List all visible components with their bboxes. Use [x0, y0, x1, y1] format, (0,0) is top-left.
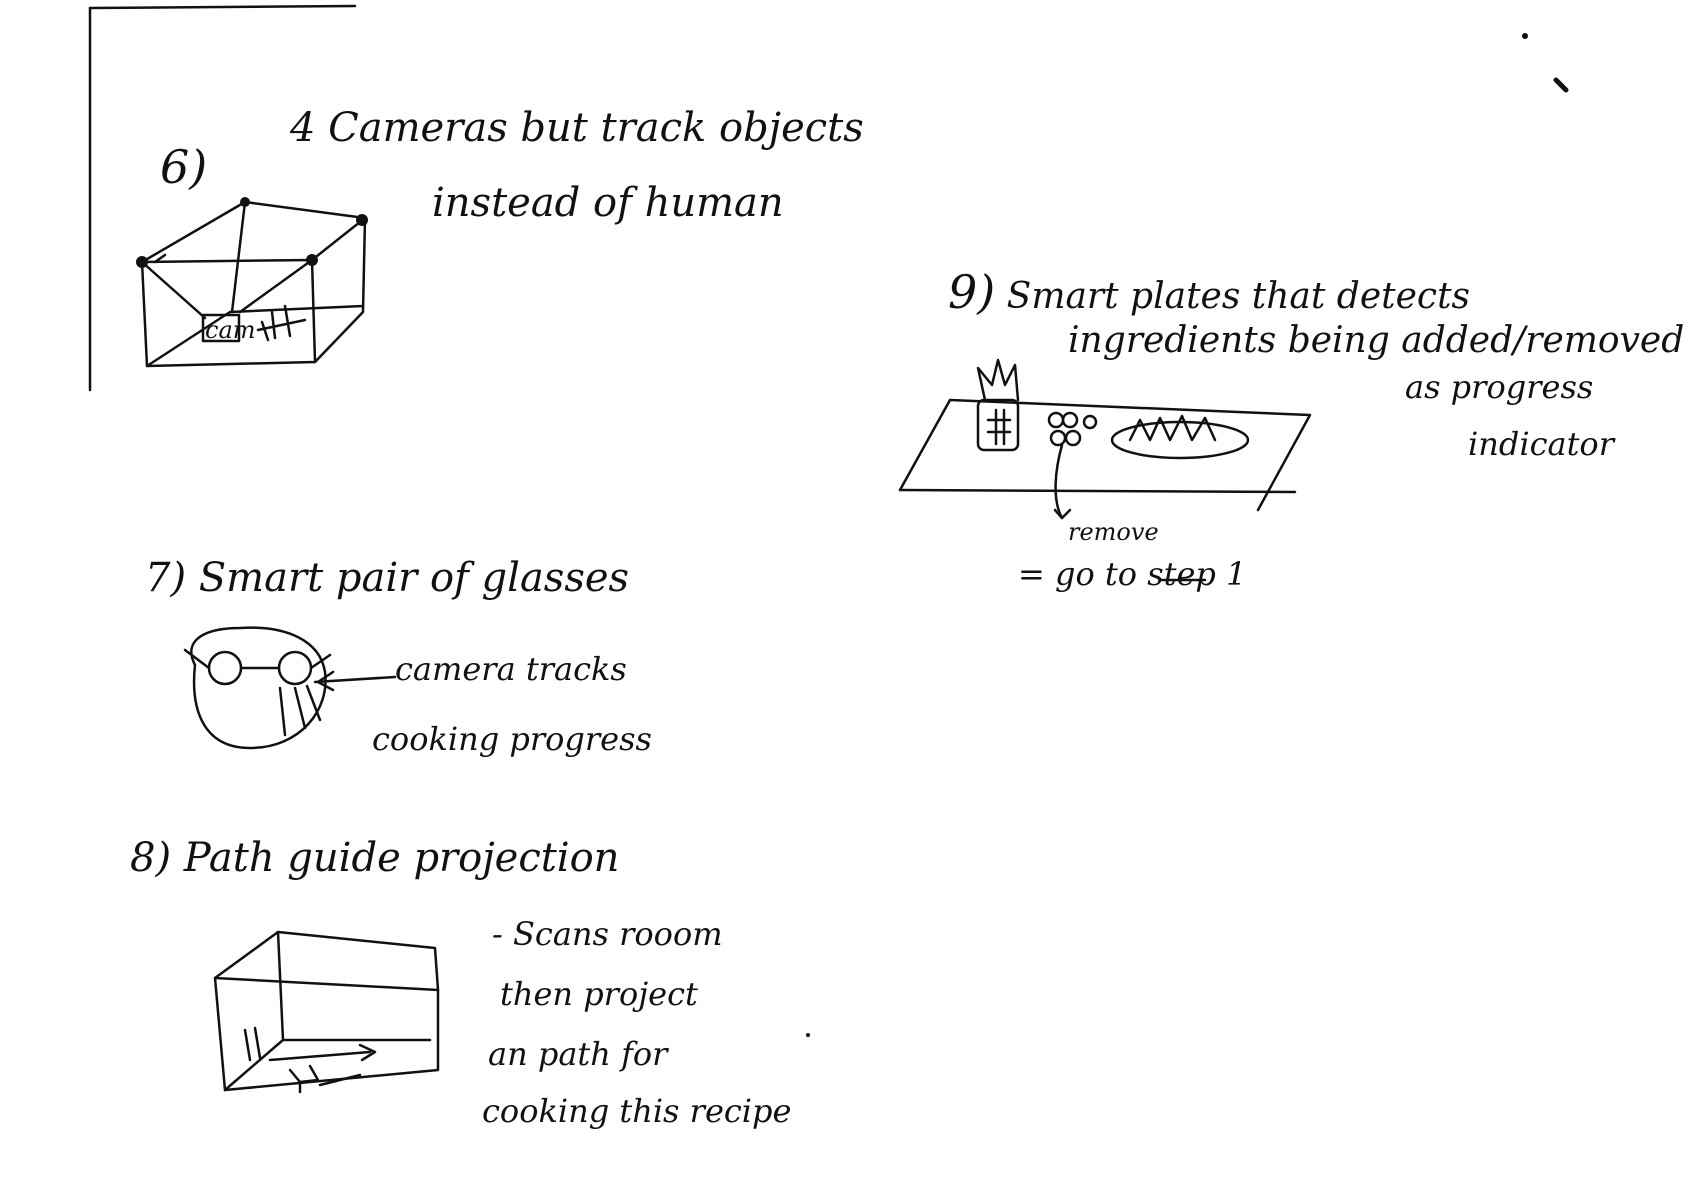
idea-8-note-line-1: - Scans rooom [492, 915, 723, 953]
stray-mark [1556, 80, 1566, 90]
right-lens-icon [279, 652, 311, 684]
ingredient-icon [1084, 416, 1096, 428]
idea-8-note-line-3: an path for [488, 1035, 667, 1073]
idea-9-remove-label: remove [1068, 518, 1159, 546]
smart-plate-sketch [900, 360, 1310, 580]
idea-8-title: Path guide projection [184, 835, 620, 881]
left-lens-icon [209, 652, 241, 684]
idea-8-note-line-2: then project [500, 975, 698, 1013]
path-guide-room-sketch [215, 932, 438, 1092]
stray-mark [806, 1033, 810, 1037]
smart-glasses-sketch [185, 628, 395, 748]
idea-7-title: Smart pair of glasses [199, 555, 629, 601]
idea-9-line-1: Smart plates that detects [1007, 276, 1470, 317]
ingredient-icon [1051, 431, 1065, 445]
idea-6-line-2: instead of human [432, 180, 784, 226]
idea-8-title-number: 8) Path guide projection [130, 835, 619, 881]
idea-7-number: 7) [145, 555, 186, 601]
idea-9-line-4: indicator [1468, 425, 1614, 463]
idea-6-line-1: 4 Cameras but track objects [290, 105, 864, 151]
idea-9-line-3: as progress [1405, 368, 1593, 406]
camera-icon [356, 214, 368, 226]
idea-7-annotation-line-1: camera tracks [395, 650, 627, 688]
ingredient-icon [1066, 431, 1080, 445]
idea-9-line-2: ingredients being added/removed [1068, 320, 1684, 361]
idea-8-note-line-4: cooking this recipe [482, 1092, 791, 1130]
ingredient-icon [1063, 413, 1077, 427]
ingredient-icon [1049, 413, 1063, 427]
camera-icon [136, 256, 148, 268]
food-tray-icon [1112, 422, 1248, 458]
idea-8-number: 8) [130, 835, 171, 881]
stray-mark [1522, 33, 1528, 39]
idea-6-box-label: cam [205, 316, 256, 344]
idea-9-number: 9) [948, 265, 995, 319]
glass-icon [978, 400, 1018, 450]
idea-7-annotation-line-2: cooking progress [372, 720, 652, 758]
idea-7-title-number: 7) Smart pair of glasses [145, 555, 629, 601]
idea-6-number: 6) [160, 140, 207, 194]
camera-icon [240, 197, 250, 207]
idea-9-goto-label: = go to step 1 [1018, 555, 1246, 593]
camera-icon [306, 254, 318, 266]
idea-9-line-1-number: 9) Smart plates that detects [948, 265, 1470, 319]
